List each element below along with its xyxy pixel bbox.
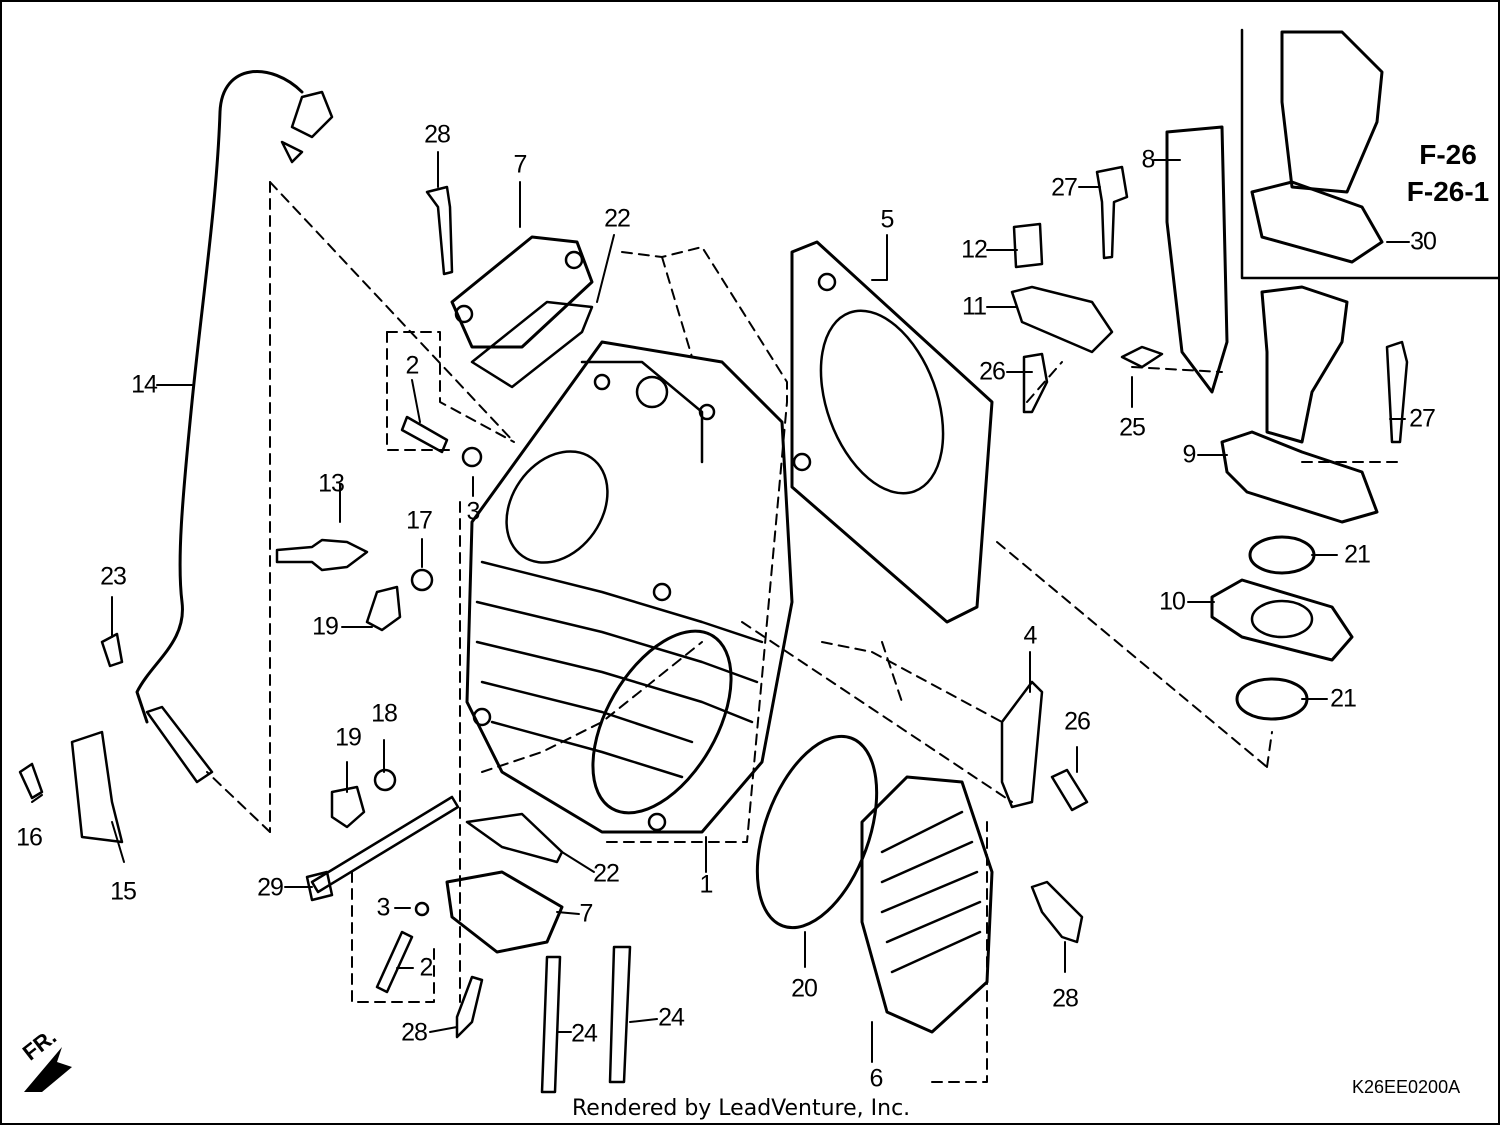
callout-27-upper: 27 <box>1051 173 1078 202</box>
bolt-25 <box>1120 345 1164 369</box>
callout-3-upper: 3 <box>466 497 481 526</box>
o2-sensor-wire <box>135 70 334 784</box>
callout-19-lower: 19 <box>335 723 362 752</box>
callout-11: 11 <box>962 292 987 321</box>
callout-24-b: 24 <box>658 1003 685 1032</box>
bracket-8 <box>1165 125 1229 394</box>
reference-f26-1: F-26-1 <box>1406 176 1490 207</box>
front-arrow <box>24 1047 72 1092</box>
callout-28-right: 28 <box>1052 984 1079 1013</box>
bolt-26-lower <box>1050 768 1089 812</box>
callout-10: 10 <box>1159 587 1186 616</box>
o-ring-21-upper <box>1248 535 1316 575</box>
bracket-15 <box>70 730 124 844</box>
leader-lines <box>31 151 1410 1063</box>
callout-18: 18 <box>371 699 398 728</box>
callout-5: 5 <box>880 205 895 234</box>
spark-plug-13 <box>275 538 369 572</box>
bracket-11 <box>1010 285 1114 354</box>
washer-18 <box>373 768 397 792</box>
callout-21-upper: 21 <box>1344 540 1371 569</box>
plate-4 <box>1000 680 1044 809</box>
callout-19-upper: 19 <box>312 612 339 641</box>
bolt-28-top <box>425 185 454 276</box>
callout-14: 14 <box>131 370 158 399</box>
callout-29: 29 <box>257 873 284 902</box>
callout-3-lower: 3 <box>376 893 391 922</box>
gasket-5 <box>790 240 994 624</box>
callout-2-upper: 2 <box>405 351 420 380</box>
callout-21-lower: 21 <box>1330 684 1357 713</box>
callout-22-lower: 22 <box>593 859 620 888</box>
bolt-28-lower <box>455 975 484 1039</box>
callout-24-a: 24 <box>571 1019 598 1048</box>
cylinder-head-1 <box>465 340 794 834</box>
gasket-22-lower <box>465 812 564 864</box>
inset-frame <box>1240 28 1498 280</box>
bolt-27-upper <box>1095 165 1129 260</box>
washer-17 <box>410 568 434 592</box>
bolt-16 <box>18 762 44 800</box>
callout-16: 16 <box>16 823 43 852</box>
stud-29 <box>310 795 460 894</box>
o-ring-20 <box>755 734 879 930</box>
callout-7-upper: 7 <box>513 150 528 179</box>
clip-23 <box>100 632 124 668</box>
callout-9: 9 <box>1182 440 1197 469</box>
callout-13: 13 <box>318 469 345 498</box>
cap-12 <box>1012 222 1044 269</box>
stud-24-a <box>540 955 562 1094</box>
pin-2-upper <box>400 415 449 454</box>
footer-credit: Rendered by LeadVenture, Inc. <box>572 1096 911 1121</box>
bolt-28-right <box>1030 880 1084 944</box>
callout-26-lower: 26 <box>1064 707 1091 736</box>
bolt-26-upper <box>1022 352 1049 414</box>
diagram-code: K26EE0200A <box>1352 1077 1461 1097</box>
callout-12: 12 <box>961 235 988 264</box>
stud-24-b <box>608 945 632 1084</box>
o-ring-21-lower <box>1235 677 1309 721</box>
cover-7-top <box>450 235 594 349</box>
plug-19-lower <box>330 785 366 829</box>
callout-25: 25 <box>1119 413 1146 442</box>
plug-19-upper <box>365 585 402 632</box>
callout-27-right: 27 <box>1409 404 1436 433</box>
callout-20: 20 <box>791 974 818 1003</box>
callout-17: 17 <box>406 506 433 535</box>
callout-8: 8 <box>1141 145 1156 174</box>
callout-28-top: 28 <box>424 120 451 149</box>
side-cover-6 <box>860 775 994 1034</box>
callout-15: 15 <box>110 877 137 906</box>
callout-23: 23 <box>100 562 127 591</box>
callout-7-lower: 7 <box>579 899 594 928</box>
bolt-27-right <box>1385 340 1409 444</box>
pin-2-lower <box>375 930 414 994</box>
callout-2-lower: 2 <box>419 953 434 982</box>
callout-26-upper: 26 <box>979 357 1006 386</box>
cover-7-lower <box>445 870 564 954</box>
ring-3-lower <box>414 901 430 917</box>
callout-6: 6 <box>869 1064 884 1093</box>
housing-9 <box>1220 285 1379 524</box>
ring-3-upper <box>461 446 483 468</box>
assembly-lines <box>206 181 1398 1083</box>
callout-1: 1 <box>699 870 714 899</box>
reference-f26: F-26 <box>1419 139 1477 170</box>
gasket-22-top <box>470 300 594 389</box>
callout-4: 4 <box>1023 621 1038 650</box>
callout-30: 30 <box>1410 227 1437 256</box>
inset-housing <box>1250 30 1384 264</box>
callout-28-lower: 28 <box>401 1018 428 1047</box>
flange-10 <box>1210 578 1354 662</box>
callout-22-upper: 22 <box>604 204 631 233</box>
